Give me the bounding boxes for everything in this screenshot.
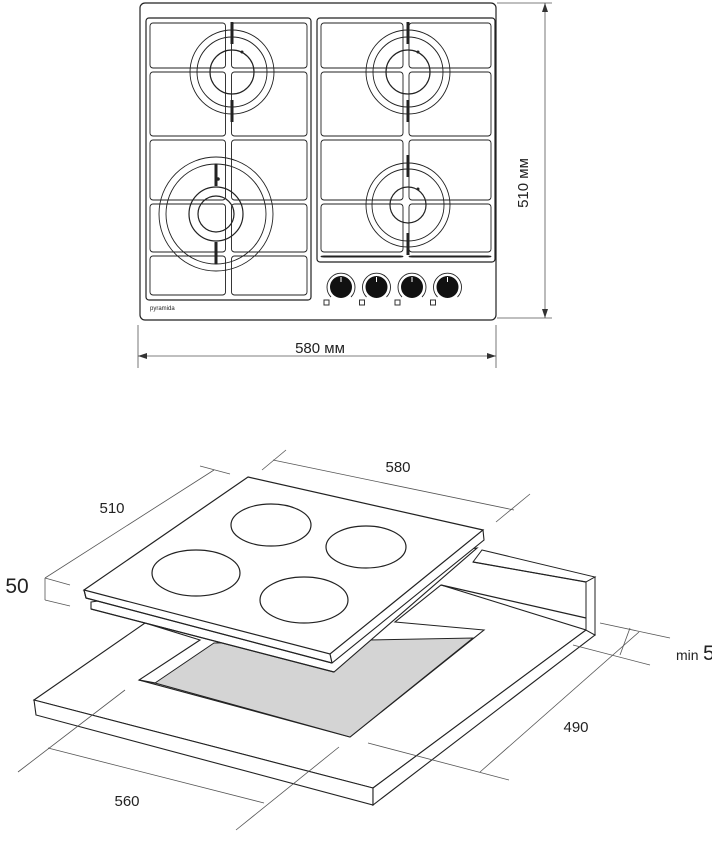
grate-cell — [320, 22, 404, 69]
top-dimensions: 510 мм 580 мм — [137, 2, 552, 368]
burners — [158, 22, 451, 272]
hob-outline — [139, 2, 497, 321]
grate-cell — [408, 22, 492, 69]
clearance-line — [619, 627, 631, 656]
grate-cell — [149, 255, 226, 296]
grate-cell — [231, 139, 308, 201]
grate-cell — [149, 22, 226, 69]
cutout-width-label: 560 — [114, 793, 139, 810]
cutout-width-line — [47, 747, 265, 804]
grate-cell — [231, 71, 308, 137]
depth-label: 510 мм — [515, 158, 532, 208]
grate-cell — [408, 139, 492, 201]
igniter-dot — [416, 50, 420, 54]
hob-depth-line — [44, 469, 215, 579]
grate-cell — [231, 203, 308, 253]
grate-cell — [408, 255, 492, 258]
control-knobs — [323, 272, 462, 306]
hob-top-view: pyramida — [139, 2, 497, 321]
burner-position-icon — [430, 299, 436, 306]
hob-depth-label: 510 — [99, 500, 124, 517]
burner-position-icon — [359, 299, 365, 306]
hob-width-line — [272, 459, 515, 511]
hob-isometric — [82, 476, 485, 673]
cutout-depth-line — [479, 631, 640, 773]
clearance-label: min 50 — [676, 642, 712, 665]
grate-cell — [320, 203, 404, 253]
countertop — [32, 549, 597, 807]
grate-frame — [316, 17, 496, 263]
knob-scale-arc — [362, 272, 391, 298]
hob-height-label: 50 — [5, 575, 28, 598]
knob-scale-arc — [397, 272, 427, 298]
knob — [365, 276, 388, 298]
burner-position-icon — [323, 299, 330, 306]
grate-frame — [145, 17, 312, 301]
wok-burner-ring — [158, 156, 274, 272]
burner-ring — [371, 168, 445, 242]
grate-cell — [320, 139, 404, 201]
knob-scale-arc — [433, 272, 462, 298]
install-dimensions: 580 510 50 min 50 490 560 — [5, 449, 712, 831]
grate-cell — [320, 255, 404, 258]
wok-burner-cap — [197, 195, 235, 233]
width-label: 580 мм — [295, 340, 345, 357]
knob — [436, 276, 459, 298]
igniter-dot — [416, 187, 420, 191]
cooking-zone — [151, 549, 241, 597]
wok-burner-crown — [188, 186, 244, 242]
burner-cap — [209, 49, 255, 95]
grate-cell — [149, 203, 226, 253]
hob-width-label: 580 — [385, 459, 410, 476]
knob-scale-arc — [326, 272, 356, 298]
grate-cell — [149, 71, 226, 137]
knob — [401, 276, 423, 298]
burner-cap — [389, 186, 427, 224]
burner-cap — [385, 49, 431, 95]
brand-logo: pyramida — [150, 306, 175, 312]
cooking-zone — [325, 525, 407, 569]
grate-cell — [320, 71, 404, 137]
cutout-depth-label: 490 — [563, 719, 588, 736]
pan-supports — [145, 17, 496, 301]
grate-cell — [231, 22, 308, 69]
grate-cell — [231, 255, 308, 296]
igniter-dot — [240, 50, 244, 54]
burner-position-icon — [394, 299, 401, 306]
cooking-zone — [230, 503, 312, 547]
cutout-opening — [153, 637, 475, 738]
grate-cell — [149, 139, 226, 201]
knob — [330, 276, 352, 298]
cooking-zone — [259, 576, 349, 624]
